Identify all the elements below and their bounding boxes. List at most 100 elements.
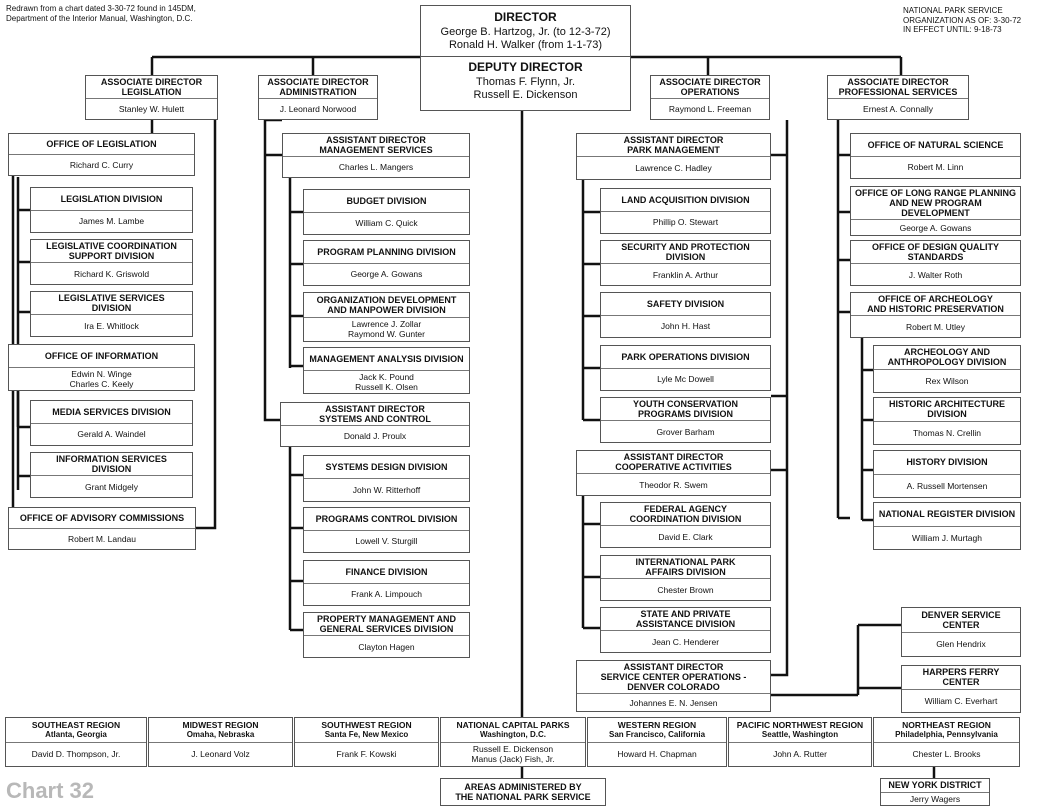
person-name: Frank F. Kowski [336, 749, 397, 760]
org-box-names: Howard H. Chapman [588, 741, 726, 767]
person-name: James M. Lambe [78, 216, 145, 227]
person-name: Howard H. Chapman [617, 749, 697, 760]
org-box-title-line: OFFICE OF NATURAL SCIENCE [867, 139, 1004, 150]
org-box-title-line: PROGRAMS DIVISION [637, 409, 733, 419]
org-box-title-line: PARK OPERATIONS DIVISION [621, 351, 750, 362]
org-box-title: PROGRAMS CONTROL DIVISION [304, 508, 469, 530]
org-box-title: MEDIA SERVICES DIVISION [31, 401, 192, 423]
org-box-title-line: INTERNATIONAL PARK [635, 557, 736, 567]
deputy-name: Russell E. Dickenson [473, 89, 578, 101]
org-box-names: Raymond L. Freeman [651, 98, 769, 119]
org-box-title-line: DENVER SERVICE CENTER [921, 609, 1001, 630]
org-box-title-line: MANAGEMENT SERVICES [319, 145, 433, 155]
person-name: Gerald A. Waindel [77, 429, 146, 440]
director-title: DIRECTOR [421, 6, 630, 25]
org-box-title-line: PROPERTY MANAGEMENT AND [316, 614, 456, 624]
source-note-line: Redrawn from a chart dated 3-30-72 found… [6, 4, 196, 13]
org-box-title-line: STANDARDS [907, 252, 964, 262]
org-box-names: Ernest A. Connally [828, 98, 968, 119]
org-box-title-line: PACIFIC NORTHWEST REGION [736, 719, 864, 730]
org-box-names: William J. Murtagh [874, 525, 1020, 550]
org-box-title-line: PROGRAM PLANNING DIVISION [317, 246, 456, 257]
org-box-title-line: MIDWEST REGION [182, 719, 259, 730]
org-box-names: Gerald A. Waindel [31, 422, 192, 446]
org-box-title-line: AFFAIRS DIVISION [645, 567, 726, 577]
person-name: A. Russell Mortensen [906, 480, 988, 491]
org-date-line: IN EFFECT UNTIL: 9-18-73 [903, 25, 1002, 34]
person-name: Stanley W. Hulett [118, 104, 185, 114]
org-box-title-line: ASSOCIATE DIRECTOR [100, 77, 203, 87]
person-name: Russell K. Olsen [355, 382, 418, 392]
org-box-names: Phillip O. Stewart [601, 210, 770, 234]
person-name: Manus (Jack) Fish, Jr. [471, 754, 555, 765]
org-box-title-line: PROGRAMS CONTROL DIVISION [315, 513, 458, 524]
person-name: Russell E. Dickenson [472, 744, 554, 755]
org-box-title-line: NATIONAL REGISTER DIVISION [878, 509, 1016, 520]
org-box-names: Ira E. Whitlock [31, 314, 192, 336]
org-box-names: J. Leonard Norwood [259, 98, 377, 119]
org-box-title: LAND ACQUISITION DIVISION [601, 189, 770, 211]
org-box-title-line: AREAS ADMINISTERED BY [464, 782, 582, 792]
person-name: Charles L. Mangers [338, 162, 414, 172]
org-box-names: Grant Midgely [31, 475, 192, 497]
org-box-title-line: AND HISTORIC PRESERVATION [867, 304, 1004, 314]
org-box-title-line: Philadelphia, Pennsylvania [895, 729, 998, 739]
org-box-media-services-division: MEDIA SERVICES DIVISION Gerald A. Waindel [30, 400, 193, 446]
org-box-title-line: HARPERS FERRY CENTER [922, 667, 1000, 688]
person-name: Rex Wilson [925, 375, 969, 386]
org-box-names: Clayton Hagen [304, 635, 469, 657]
org-box-names: Chester Brown [601, 578, 770, 600]
org-box-names: Theodor R. Swem [577, 473, 770, 495]
org-box-title-line: WESTERN REGION [617, 719, 697, 730]
person-name: Raymond L. Freeman [668, 104, 752, 114]
director-name: George B. Hartzog, Jr. (to 12-3-72) [440, 26, 611, 38]
org-box-names: Robert M. Linn [851, 155, 1020, 179]
org-box-title-line: SYSTEMS DESIGN DIVISION [325, 462, 448, 472]
org-box-title: OFFICE OF LEGISLATION [9, 134, 194, 154]
org-box-title: PARK OPERATIONS DIVISION [601, 346, 770, 368]
person-name: Lawrence J. Zollar [351, 319, 422, 330]
org-box-title-line: ORGANIZATION DEVELOPMENT [316, 294, 457, 305]
org-box-names: George A. Gowans [304, 262, 469, 286]
org-box-title-line: MEDIA SERVICES DIVISION [52, 406, 171, 417]
org-box-title: SYSTEMS DESIGN DIVISION [304, 456, 469, 478]
org-box-title-line: NATIONAL CAPITAL PARKS [456, 719, 570, 730]
org-box-title-line: Atlanta, Georgia [45, 729, 107, 739]
org-box-names: Robert M. Utley [851, 315, 1020, 337]
person-name: Frank A. Limpouch [351, 589, 422, 600]
deputy-names: Thomas F. Flynn, Jr. Russell E. Dickenso… [421, 75, 630, 103]
